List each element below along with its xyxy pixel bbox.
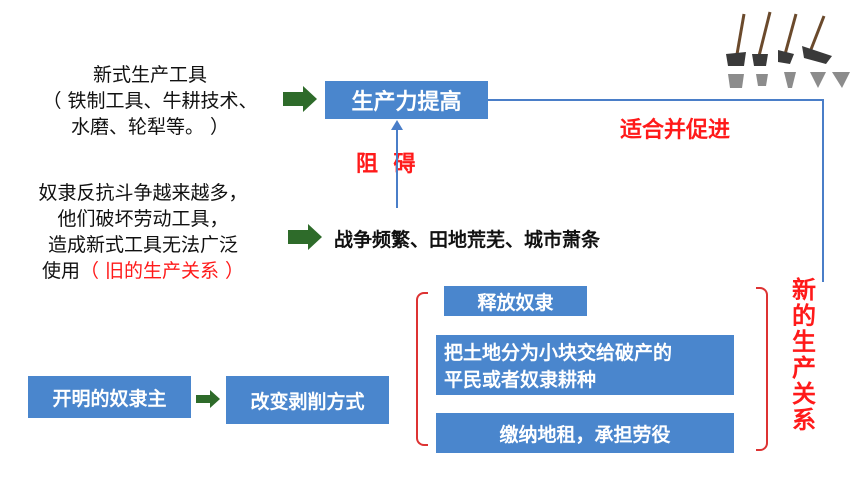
change-exploitation-box: 改变剥削方式 xyxy=(226,376,389,424)
connector-top xyxy=(488,99,824,101)
divide-land-line2: 平民或者奴隶耕种 xyxy=(444,369,597,391)
green-arrow-icon xyxy=(196,390,220,408)
right-bracket xyxy=(756,287,768,451)
productivity-box: 生产力提高 xyxy=(325,81,488,119)
new-tools-line1: 新式生产工具 xyxy=(92,64,207,86)
new-relations-char: 生 xyxy=(792,328,816,356)
release-slaves-box: 释放奴隶 xyxy=(444,286,587,316)
farm-tools-icon xyxy=(726,11,850,88)
resistance-line1: 奴隶反抗斗争越来越多， xyxy=(38,182,248,204)
new-tools-line2: （ 铁制工具、牛耕技术、 xyxy=(42,90,258,112)
new-relations-char: 产 xyxy=(792,354,816,382)
resistance-line4: 使用（ 旧的生产关系 ） xyxy=(8,258,278,284)
new-relations-label: 新 的 生 产 关 系 xyxy=(786,277,822,433)
new-tools-text: 新式生产工具 （ 铁制工具、牛耕技术、 水磨、轮犁等。 ） xyxy=(20,62,280,140)
new-relations-char: 的 xyxy=(792,302,816,330)
suit-label: 适合并促进 xyxy=(620,118,731,143)
hinder-label: 阻 碍 xyxy=(356,152,416,177)
left-bracket xyxy=(416,292,428,446)
resistance-line4-prefix: 使用 xyxy=(41,260,80,282)
old-relations-text: （ 旧的生产关系 ） xyxy=(79,260,245,282)
new-relations-char: 关 xyxy=(792,380,816,408)
war-text: 战争频繁、田地荒芜、城市萧条 xyxy=(334,229,601,251)
rent-labor-box: 缴纳地租，承担劳役 xyxy=(436,413,734,453)
green-arrow-icon xyxy=(288,224,322,250)
master-box: 开明的奴隶主 xyxy=(28,376,191,418)
up-arrow-icon xyxy=(391,120,403,208)
divide-land-line1: 把土地分为小块交给破产的 xyxy=(444,342,673,364)
green-arrow-icon xyxy=(283,86,317,112)
divide-land-box: 把土地分为小块交给破产的 平民或者奴隶耕种 xyxy=(436,335,734,395)
new-tools-line3: 水磨、轮犁等。 ） xyxy=(70,116,230,138)
resistance-line2: 他们破坏劳动工具， xyxy=(57,208,229,230)
resistance-line3: 造成新式工具无法广泛 xyxy=(47,234,238,256)
new-relations-char: 系 xyxy=(792,406,816,434)
new-relations-char: 新 xyxy=(792,276,816,304)
slave-resistance-text: 奴隶反抗斗争越来越多， 他们破坏劳动工具， 造成新式工具无法广泛 使用（ 旧的生… xyxy=(8,180,278,284)
connector-right xyxy=(822,99,824,282)
